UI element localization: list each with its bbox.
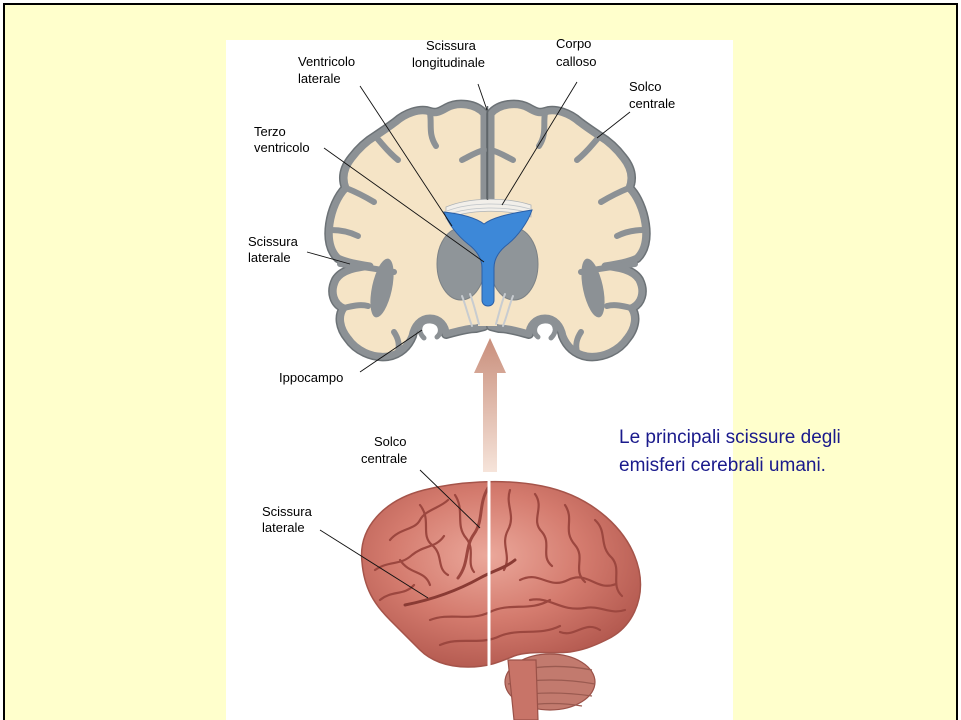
brain-stem bbox=[508, 660, 538, 720]
label-scissura-laterale-top-line1: Scissura bbox=[248, 234, 299, 249]
label-terzo-ventricolo-line1: Terzo bbox=[254, 124, 286, 139]
caption-line-2: emisferi cerebrali umani. bbox=[619, 452, 919, 480]
label-corpo-calloso-line1: Corpo bbox=[556, 36, 591, 51]
label-scissura-laterale-bottom-line2: laterale bbox=[262, 520, 305, 535]
label-corpo-calloso-line2: calloso bbox=[556, 54, 596, 69]
label-solco-centrale-bottom-line1: Solco bbox=[374, 434, 407, 449]
label-scissura-laterale-top-line2: laterale bbox=[248, 250, 291, 265]
label-scissura-longitudinale-line1: Scissura bbox=[426, 38, 477, 53]
label-solco-centrale-bottom-line2: centrale bbox=[361, 451, 407, 466]
caption-line-1: Le principali scissure degli bbox=[619, 424, 919, 452]
caption: Le principali scissure degli emisferi ce… bbox=[619, 424, 919, 480]
coronal-section bbox=[329, 105, 645, 357]
label-terzo-ventricolo-line2: ventricolo bbox=[254, 140, 310, 155]
label-scissura-longitudinale-line2: longitudinale bbox=[412, 55, 485, 70]
label-solco-centrale-top-line2: centrale bbox=[629, 96, 675, 111]
label-ventricolo-laterale-line1: Ventricolo bbox=[298, 54, 355, 69]
label-solco-centrale-top-line1: Solco bbox=[629, 79, 662, 94]
label-ventricolo-laterale-line2: laterale bbox=[298, 71, 341, 86]
label-scissura-laterale-bottom-line1: Scissura bbox=[262, 504, 313, 519]
label-ippocampo: Ippocampo bbox=[279, 370, 343, 385]
